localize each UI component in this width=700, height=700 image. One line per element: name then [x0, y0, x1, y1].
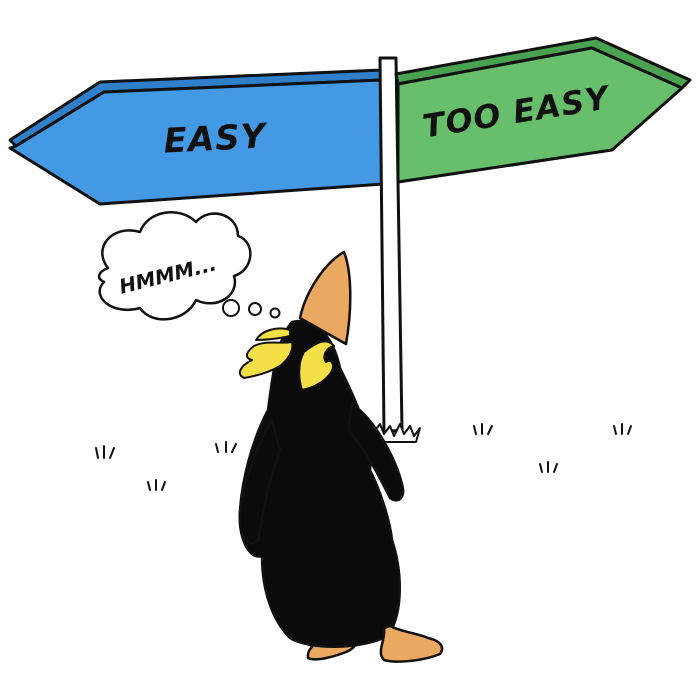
penguin-flipper-right: [346, 402, 405, 502]
penguin-crest-left-top: [255, 327, 291, 341]
pole-grass-tuft: [373, 423, 421, 443]
grass-tuft-1: [95, 445, 115, 459]
penguin-crest-left: [238, 341, 294, 379]
grass-tuft-3: [147, 479, 166, 491]
right-sign-face: [396, 46, 684, 184]
grass-tufts: [95, 423, 632, 491]
grass-tuft-6: [613, 423, 632, 435]
penguin-crest-right: [298, 340, 335, 391]
thought-cloud: [97, 211, 252, 321]
left-sign-label: EASY: [163, 116, 270, 161]
thought-dot-medium: [248, 302, 262, 316]
left-sign-easy: EASY: [8, 68, 386, 206]
penguin-flipper-left: [238, 418, 282, 545]
thought-bubble: HMMM...: [97, 211, 281, 321]
grass-tuft-5: [539, 461, 558, 473]
thought-dot-large: [222, 299, 240, 317]
thought-dot-small: [269, 307, 281, 319]
right-sign-too-easy: TOO EASY: [394, 36, 692, 184]
penguin-beak: [298, 250, 352, 346]
penguin-foot-right: [379, 624, 444, 663]
penguin: [238, 250, 444, 663]
grass-tuft-4: [473, 423, 493, 435]
grass-tuft-2: [215, 441, 237, 453]
